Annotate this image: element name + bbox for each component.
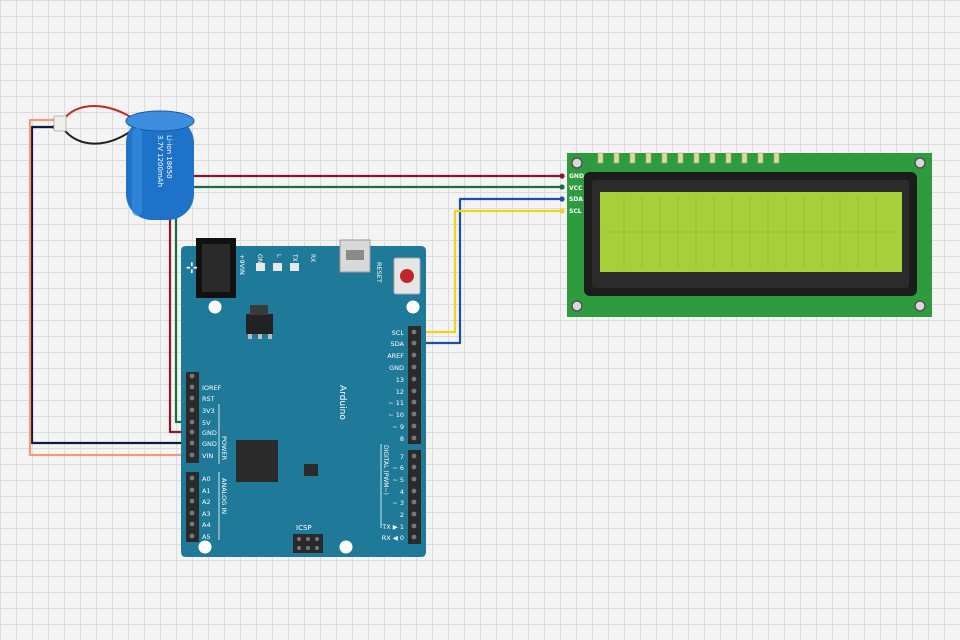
- lcd-pin-gnd: GND: [569, 173, 584, 180]
- pin-rst: RST: [202, 395, 215, 403]
- reset-label: RESET: [375, 262, 383, 283]
- pin-vin: VIN: [202, 452, 213, 460]
- pin-9: ~ 9: [392, 423, 404, 431]
- pin-gnd-2: GND: [202, 440, 217, 448]
- pin-3: ~ 3: [392, 499, 404, 507]
- pin-gnd-3: GND: [389, 364, 404, 372]
- pin-12: 12: [396, 388, 404, 396]
- pin-8: 8: [400, 435, 404, 443]
- digital-header-label: DIGITAL (PWM~): [382, 445, 389, 495]
- arduino-board[interactable]: +9VIN ⊹ RESET ON L TX RX Arduino: [181, 238, 426, 557]
- battery[interactable]: 3.7V 1200mAh Li-ion 18650: [53, 105, 195, 220]
- pin-2: 2: [400, 511, 404, 519]
- lcd-pin-labels: GND VCC SDA SCL: [569, 173, 584, 215]
- pin-a5: A5: [202, 533, 211, 541]
- led-rx: RX: [309, 254, 316, 262]
- pin-11: ~ 11: [388, 399, 404, 407]
- pin-3v3: 3V3: [202, 407, 215, 415]
- pin-1: TX ▶ 1: [381, 523, 404, 531]
- pin-5: ~ 5: [392, 476, 404, 484]
- power-header-pins: [189, 373, 195, 458]
- led-on: ON: [256, 254, 263, 263]
- battery-label-1: 3.7V 1200mAh: [156, 135, 164, 187]
- pin-0: RX ◀ 0: [382, 534, 404, 542]
- pin-a0: A0: [202, 475, 211, 483]
- analog-pin-labels: A0 A1 A2 A3 A4 A5: [202, 475, 211, 541]
- wire-sda[interactable]: [414, 197, 562, 345]
- pin-a4: A4: [202, 521, 211, 529]
- arduino-brand: Arduino: [337, 385, 347, 420]
- lcd-module[interactable]: GND VCC SDA SCL: [567, 152, 932, 317]
- led-tx: TX: [291, 253, 298, 262]
- digital-bottom-pin-labels: 7 ~ 6 ~ 5 4 ~ 3 2 TX ▶ 1 RX ◀ 0: [381, 453, 404, 542]
- icsp-label: ICSP: [296, 524, 312, 532]
- analog-header: [186, 472, 199, 542]
- status-leds: ON L TX RX: [256, 253, 316, 271]
- lcd-pin-sda: SDA: [569, 196, 583, 203]
- pin-4: 4: [400, 488, 404, 496]
- lcd-pin-scl: SCL: [569, 208, 582, 215]
- pin-6: ~ 6: [392, 464, 404, 472]
- pin-gnd-1: GND: [202, 429, 217, 437]
- battery-top: [125, 110, 195, 132]
- pin-scl: SCL: [392, 329, 405, 337]
- battery-cell: [126, 117, 194, 220]
- pin-a2: A2: [202, 498, 211, 506]
- reset-button-cap[interactable]: [400, 269, 414, 283]
- arduino-mount-holes: [198, 300, 420, 554]
- voltage-regulator: [246, 314, 273, 334]
- battery-connector: [53, 115, 67, 132]
- atmega-chip: [236, 440, 278, 482]
- pin-sda: SDA: [391, 340, 405, 348]
- battery-red-lead: [61, 105, 136, 123]
- wire-battery-gnd[interactable]: [30, 125, 192, 445]
- pin-a3: A3: [202, 510, 211, 518]
- pin-7: 7: [400, 453, 404, 461]
- lcd-header-pads: [597, 152, 780, 164]
- digital-header-top-pins: [411, 329, 417, 441]
- digital-header-bottom: [408, 450, 421, 544]
- pin-ioref: IOREF: [202, 384, 222, 392]
- digital-header-top: [408, 326, 421, 444]
- icsp-header: [293, 534, 323, 553]
- led-l: L: [275, 254, 282, 258]
- wire-battery-vin[interactable]: [28, 118, 192, 457]
- power-pin-labels: IOREF RST 3V3 5V GND GND VIN: [202, 384, 222, 460]
- pin-aref: AREF: [387, 352, 404, 360]
- lcd-pin-vcc: VCC: [569, 185, 583, 192]
- pin-10: ~ 10: [388, 411, 404, 419]
- pin-a1: A1: [202, 487, 211, 495]
- analog-header-label: ANALOG IN: [220, 478, 228, 514]
- vin-label: +9VIN: [238, 254, 246, 275]
- battery-black-lead: [61, 126, 136, 145]
- battery-label-2: Li-ion 18650: [165, 135, 173, 179]
- digital-top-pin-labels: SCL SDA AREF GND 13 12 ~ 11 ~ 10 ~ 9 8: [387, 329, 404, 443]
- pin-5v: 5V: [202, 419, 211, 427]
- power-symbol: ⊹: [186, 260, 198, 276]
- pin-13: 13: [396, 376, 404, 384]
- lcd-mount-holes: [571, 157, 926, 312]
- wire-scl[interactable]: [414, 209, 562, 334]
- small-chip: [304, 464, 318, 476]
- analog-header-pins: [189, 475, 195, 539]
- power-header: [186, 372, 199, 463]
- digital-header-bottom-pins: [411, 453, 417, 540]
- lcd-character-grid: [605, 196, 897, 268]
- power-header-label: POWER: [220, 436, 228, 461]
